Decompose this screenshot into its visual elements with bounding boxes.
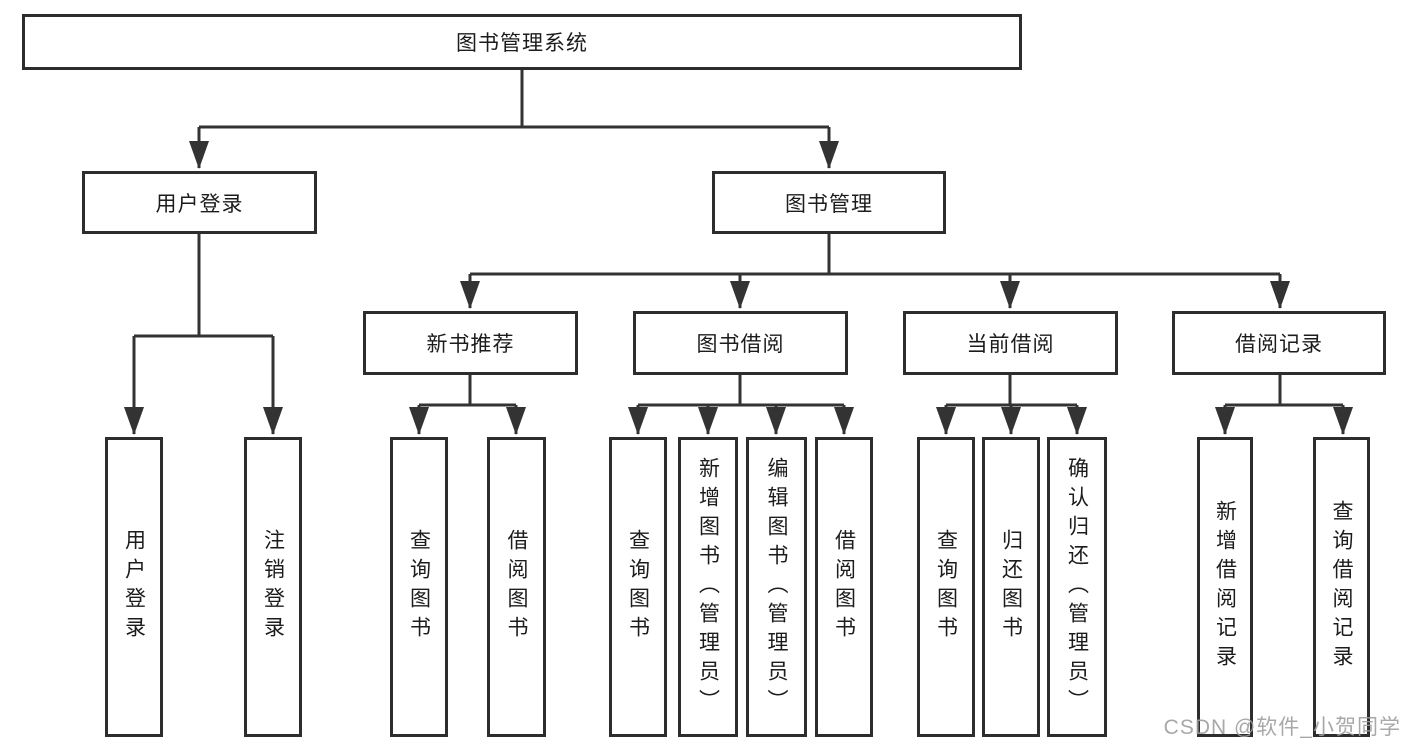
node-new-book-recommend: 新书推荐 [363,311,578,375]
node-root: 图书管理系统 [22,14,1022,70]
leaf-query-books-3: 查询图书 [917,437,975,737]
leaf-query-borrow-record: 查询借阅记录 [1313,437,1370,737]
leaf-query-books-3-label: 查询图书 [934,529,958,645]
leaf-add-borrow-record: 新增借阅记录 [1197,437,1253,737]
leaf-borrow-books-2: 借阅图书 [815,437,873,737]
leaf-query-books-2: 查询图书 [609,437,667,737]
leaf-add-books-admin-label: 新增图书（管理员） [696,456,720,718]
node-user-login-label: 用户登录 [155,192,244,216]
leaf-add-borrow-record-label: 新增借阅记录 [1213,500,1237,674]
leaf-return-books-label: 归还图书 [999,529,1023,645]
node-book-management: 图书管理 [712,171,946,234]
leaf-borrow-books-1-label: 借阅图书 [505,529,528,645]
leaf-query-borrow-record-label: 查询借阅记录 [1330,500,1353,674]
leaf-query-books-1-label: 查询图书 [407,529,431,645]
leaf-user-login: 用户登录 [105,437,163,737]
leaf-borrow-books-1: 借阅图书 [487,437,546,737]
leaf-return-books: 归还图书 [982,437,1040,737]
leaf-add-books-admin: 新增图书（管理员） [678,437,738,737]
node-book-borrow: 图书借阅 [633,311,848,375]
node-new-book-recommend-label: 新书推荐 [426,333,515,356]
node-book-borrow-label: 图书借阅 [696,333,785,356]
leaf-user-login-label: 用户登录 [122,529,146,645]
node-borrow-records-label: 借阅记录 [1235,333,1323,356]
watermark: CSDN @软件_小贺同学 [1163,716,1401,739]
leaf-edit-books-admin: 编辑图书（管理员） [746,437,807,737]
node-user-login: 用户登录 [82,171,317,234]
leaf-logout-label: 注销登录 [261,529,285,645]
node-borrow-records: 借阅记录 [1172,311,1386,375]
node-book-management-label: 图书管理 [785,192,873,216]
leaf-edit-books-admin-label: 编辑图书（管理员） [765,456,788,718]
node-current-borrow-label: 当前借阅 [966,333,1055,356]
leaf-confirm-return-admin: 确认归还（管理员） [1047,437,1107,737]
leaf-query-books-2-label: 查询图书 [626,529,650,645]
node-root-label: 图书管理系统 [456,32,588,55]
node-current-borrow: 当前借阅 [903,311,1118,375]
leaf-confirm-return-admin-label: 确认归还（管理员） [1065,456,1089,718]
leaf-query-books-1: 查询图书 [390,437,448,737]
leaf-borrow-books-2-label: 借阅图书 [832,529,856,645]
leaf-logout: 注销登录 [244,437,302,737]
